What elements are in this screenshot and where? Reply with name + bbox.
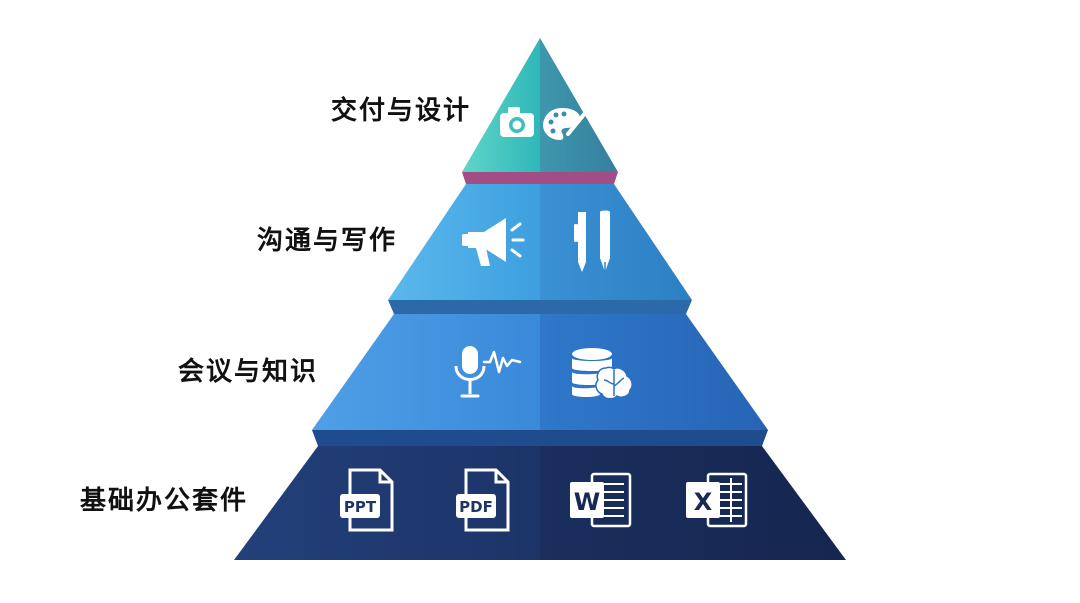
palette-icon: [543, 108, 588, 140]
pens-icon: [574, 210, 610, 272]
tier-3-label: 会议与知识: [178, 357, 319, 387]
tier-1-design: [462, 38, 618, 184]
tier-2-label: 沟通与写作: [257, 226, 398, 256]
tier-3-meetings: [312, 314, 768, 446]
tier-2-communication: [388, 184, 692, 314]
tier-4-office: [234, 446, 846, 560]
pdf-label: PDF: [459, 498, 493, 516]
microphone-wave-icon: [454, 346, 522, 398]
excel-letter: X: [694, 488, 713, 516]
camera-icon: [500, 107, 534, 137]
excel-icon: X: [686, 472, 748, 528]
word-letter: W: [574, 488, 600, 516]
tier-4-label: 基础办公套件: [80, 486, 249, 516]
pdf-file-icon: PDF: [456, 468, 510, 532]
tier-1-label: 交付与设计: [331, 96, 472, 126]
database-brain-icon: [572, 348, 633, 400]
ppt-file-icon: PPT: [340, 468, 394, 532]
word-icon: W: [570, 472, 632, 528]
ppt-label: PPT: [344, 498, 377, 516]
megaphone-icon: [462, 218, 525, 266]
